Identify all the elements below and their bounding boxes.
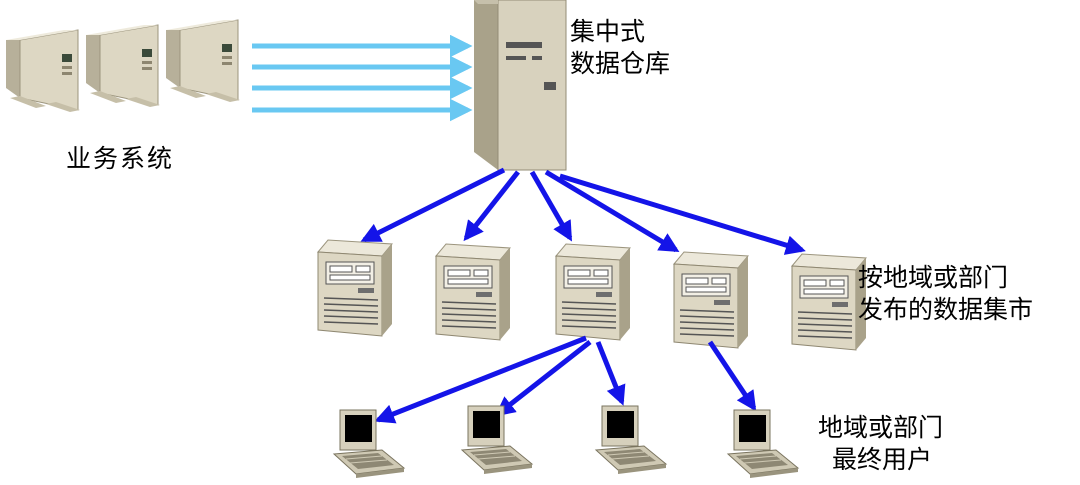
- ingest-arrows: [252, 34, 473, 122]
- data-mart-server-1-icon: [317, 239, 393, 337]
- data-mart-server-2-icon: [435, 243, 511, 341]
- distribution-arrows: [360, 167, 806, 255]
- user-arrow-4: [707, 340, 757, 412]
- data-marts-label-line-2: 发布的数据集市: [858, 295, 1034, 324]
- end-users-label-line-2: 最终用户: [832, 445, 933, 474]
- data-marts-label-line-1: 按地域或部门: [858, 263, 1009, 292]
- central-warehouse-label-line-1: 集中式: [570, 17, 646, 46]
- user-arrow-2: [494, 340, 592, 417]
- business-systems-label: 业务系统: [66, 144, 175, 173]
- data-mart-server-5-icon: [791, 253, 867, 351]
- central-warehouse-label-line-2: 数据仓库: [570, 49, 671, 78]
- central-warehouse-label: 集中式 数据仓库: [570, 16, 670, 80]
- business-server-2-icon: [85, 24, 161, 108]
- dist-arrow-3: [529, 170, 573, 242]
- dist-arrow-1: [360, 167, 506, 243]
- user-laptop-3-icon: [595, 405, 667, 475]
- user-arrows: [374, 335, 757, 424]
- central-warehouse-icon: [474, 0, 567, 171]
- end-users-label-line-1: 地域或部门: [818, 413, 944, 442]
- business-server-3-icon: [165, 19, 241, 103]
- data-mart-server-3-icon: [555, 243, 631, 341]
- user-laptop-4-icon: [727, 409, 799, 479]
- user-arrow-1: [374, 335, 587, 424]
- end-users-label: 地域或部门 最终用户: [818, 412, 943, 476]
- business-server-1-icon: [5, 29, 81, 113]
- user-arrow-3: [595, 341, 626, 406]
- dist-arrow-4: [544, 169, 680, 253]
- user-laptop-2-icon: [461, 405, 533, 475]
- user-laptop-1-icon: [333, 409, 405, 479]
- data-mart-server-4-icon: [673, 251, 749, 349]
- data-marts-label: 按地域或部门 发布的数据集市: [858, 262, 1033, 326]
- dist-arrow-5: [559, 173, 806, 255]
- dist-arrow-2: [463, 170, 520, 242]
